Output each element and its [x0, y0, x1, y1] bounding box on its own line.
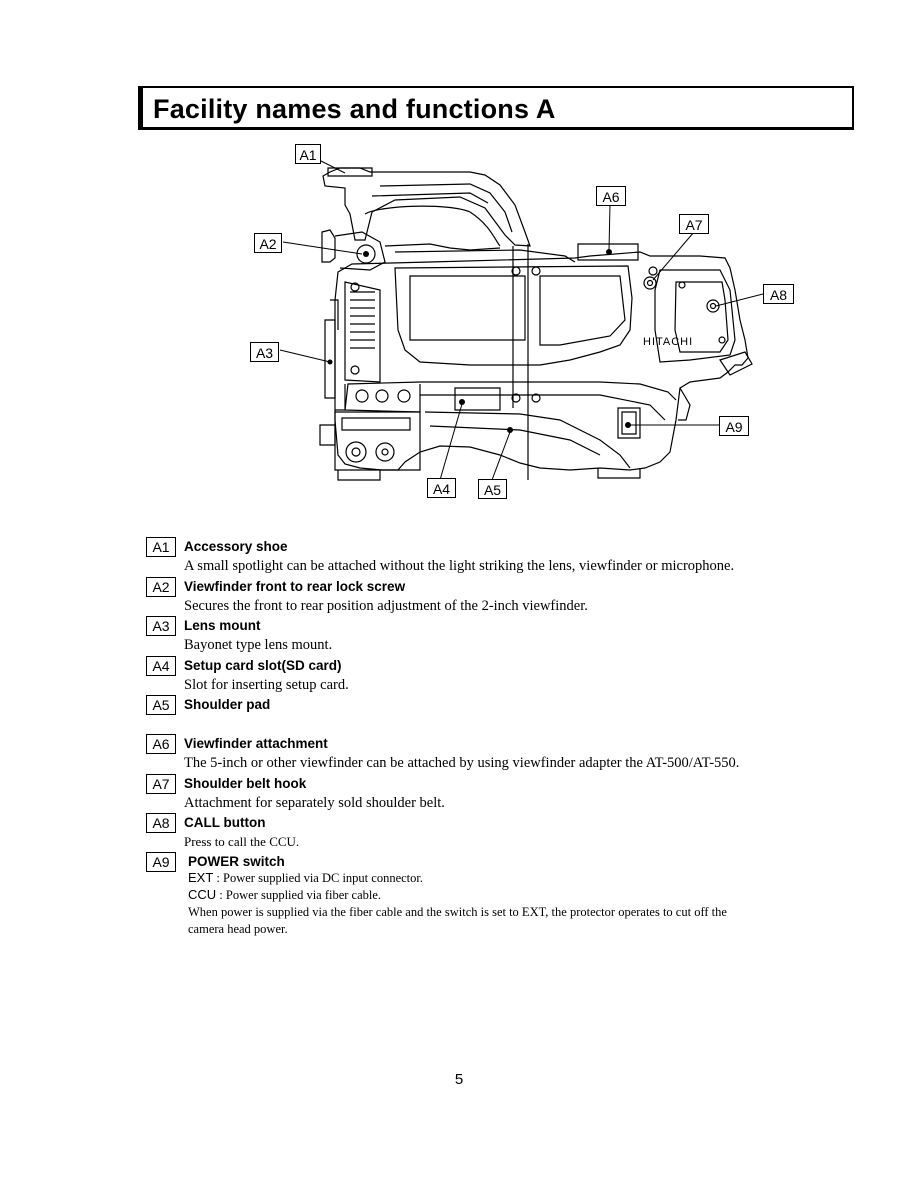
figure-tag-a4: A4 — [427, 478, 456, 498]
item-description: The 5-inch or other viewfinder can be at… — [184, 755, 740, 771]
item-description: Slot for inserting setup card. — [184, 677, 349, 693]
item-name: Viewfinder front to rear lock screw — [184, 579, 406, 594]
page-number: 5 — [454, 1071, 464, 1088]
page-title-box: Facility names and functions A — [138, 86, 854, 130]
item-name: Viewfinder attachment — [184, 736, 328, 751]
item-tag: A2 — [146, 577, 176, 597]
item-name: POWER switch — [188, 854, 285, 869]
item-name: Shoulder pad — [184, 697, 271, 712]
power-ccu-key: CCU — [188, 887, 217, 902]
item-description: Bayonet type lens mount. — [184, 637, 333, 653]
figure-tag-a6: A6 — [596, 186, 626, 206]
item-name: Shoulder belt hook — [184, 776, 307, 791]
item-description: Attachment for separately sold shoulder … — [184, 795, 445, 811]
item-description: Press to call the CCU. — [184, 834, 300, 849]
figure-tag-a9: A9 — [719, 416, 749, 436]
power-note-line-2: camera head power. — [188, 922, 288, 936]
item-tag: A5 — [146, 695, 176, 715]
item-tag: A6 — [146, 734, 176, 754]
item-name: Lens mount — [184, 618, 261, 633]
item-description: Secures the front to rear position adjus… — [184, 598, 588, 614]
item-name: CALL button — [184, 815, 266, 830]
item-tag: A9 — [146, 852, 176, 872]
figure-tag-a8: A8 — [763, 284, 794, 304]
power-ext-line: EXT : Power supplied via DC input connec… — [188, 870, 423, 886]
figure-tag-a7: A7 — [679, 214, 709, 234]
item-tag: A7 — [146, 774, 176, 794]
power-ext-key: EXT — [188, 870, 214, 885]
item-tag: A4 — [146, 656, 176, 676]
item-tag: A3 — [146, 616, 176, 636]
figure-tag-a2: A2 — [254, 233, 282, 253]
item-tag: A1 — [146, 537, 176, 557]
item-tag: A8 — [146, 813, 176, 833]
item-name: Accessory shoe — [184, 539, 288, 554]
power-ccu-text: : Power supplied via fiber cable. — [216, 888, 382, 902]
figure-tag-a3: A3 — [250, 342, 279, 362]
power-ext-text: : Power supplied via DC input connector. — [213, 871, 423, 885]
item-name: Setup card slot(SD card) — [184, 658, 342, 673]
page-title: Facility names and functions A — [153, 94, 556, 124]
figure-tag-a1: A1 — [295, 144, 321, 164]
power-ccu-line: CCU : Power supplied via fiber cable. — [188, 887, 381, 903]
brand-logo-text: HITACHI — [643, 336, 693, 348]
item-description: A small spotlight can be attached withou… — [184, 558, 735, 574]
power-note-line-1: When power is supplied via the fiber cab… — [188, 905, 727, 919]
figure-tag-a5: A5 — [478, 479, 507, 499]
